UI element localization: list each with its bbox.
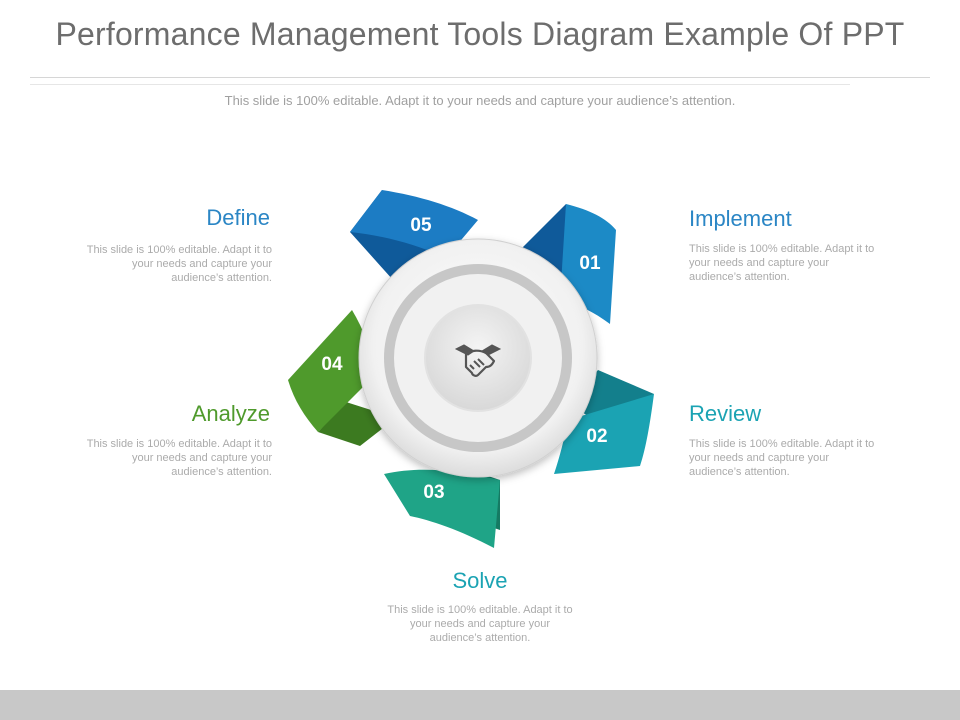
step-desc-analyze: This slide is 100% editable. Adapt it to… (86, 438, 272, 478)
step-desc-define: This slide is 100% editable. Adapt it to… (86, 244, 272, 284)
step-label-analyze: Analyze (191, 401, 270, 426)
ribbon-03 (384, 469, 500, 548)
handshake-icon (454, 344, 502, 377)
step-label-implement: Implement (689, 206, 792, 231)
slide-title: Performance Management Tools Diagram Exa… (55, 16, 905, 52)
step-label-review: Review (689, 401, 762, 426)
slide-subtitle: This slide is 100% editable. Adapt it to… (224, 93, 736, 108)
step-number-04: 04 (321, 354, 343, 375)
step-label-define: Define (206, 205, 270, 230)
step-desc-solve: This slide is 100% editable. Adapt it to… (387, 604, 573, 644)
footer-bar (0, 690, 960, 720)
step-number-01: 01 (579, 253, 601, 274)
step-label-solve: Solve (452, 568, 508, 593)
center-disc (424, 304, 532, 412)
title-divider (30, 77, 930, 78)
step-number-05: 05 (410, 215, 432, 236)
title-divider-secondary (30, 84, 850, 85)
step-desc-implement: This slide is 100% editable. Adapt it to… (689, 243, 875, 283)
step-desc-review: This slide is 100% editable. Adapt it to… (689, 438, 875, 478)
step-number-02: 02 (586, 426, 607, 447)
step-number-03: 03 (423, 482, 444, 503)
